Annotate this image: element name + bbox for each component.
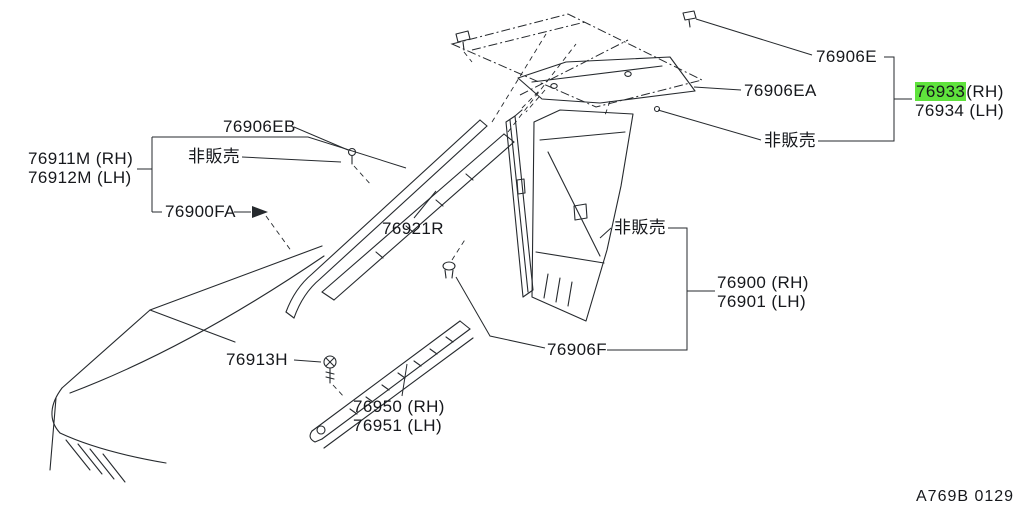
part-label-76906eb[interactable]: 76906EB: [223, 117, 296, 136]
part-label-76921r[interactable]: 76921R: [382, 219, 444, 238]
not-for-sale-label-quarter: 非販売: [614, 218, 667, 237]
part-label-76901[interactable]: 76901 (LH): [717, 292, 807, 311]
diagram-code: A769B 0129: [916, 488, 1015, 505]
part-label-76933[interactable]: 76933(RH): [915, 82, 1004, 101]
part-label-76913h[interactable]: 76913H: [226, 350, 288, 369]
part-label-76900[interactable]: 76900 (RH): [717, 273, 809, 292]
highlighted-part-number[interactable]: 76933: [915, 82, 967, 101]
part-label-76906ea[interactable]: 76906EA: [744, 81, 817, 100]
part-label-76951[interactable]: 76951 (LH): [353, 416, 443, 435]
part-label-76911m[interactable]: 76911M (RH): [28, 149, 134, 168]
part-label-76906e[interactable]: 76906E: [816, 47, 878, 66]
part-label-76950[interactable]: 76950 (RH): [353, 397, 445, 416]
not-for-sale-label-roof: 非販売: [764, 131, 817, 150]
part-label-76934[interactable]: 76934 (LH): [915, 101, 1005, 120]
not-for-sale-label-pillar: 非販売: [188, 147, 241, 166]
part-label-76912m[interactable]: 76912M (LH): [28, 168, 132, 187]
part-label-76900fa[interactable]: 76900FA: [165, 202, 236, 221]
part-label-76906f[interactable]: 76906F: [547, 340, 608, 359]
part-side-rh: (RH): [966, 82, 1004, 101]
